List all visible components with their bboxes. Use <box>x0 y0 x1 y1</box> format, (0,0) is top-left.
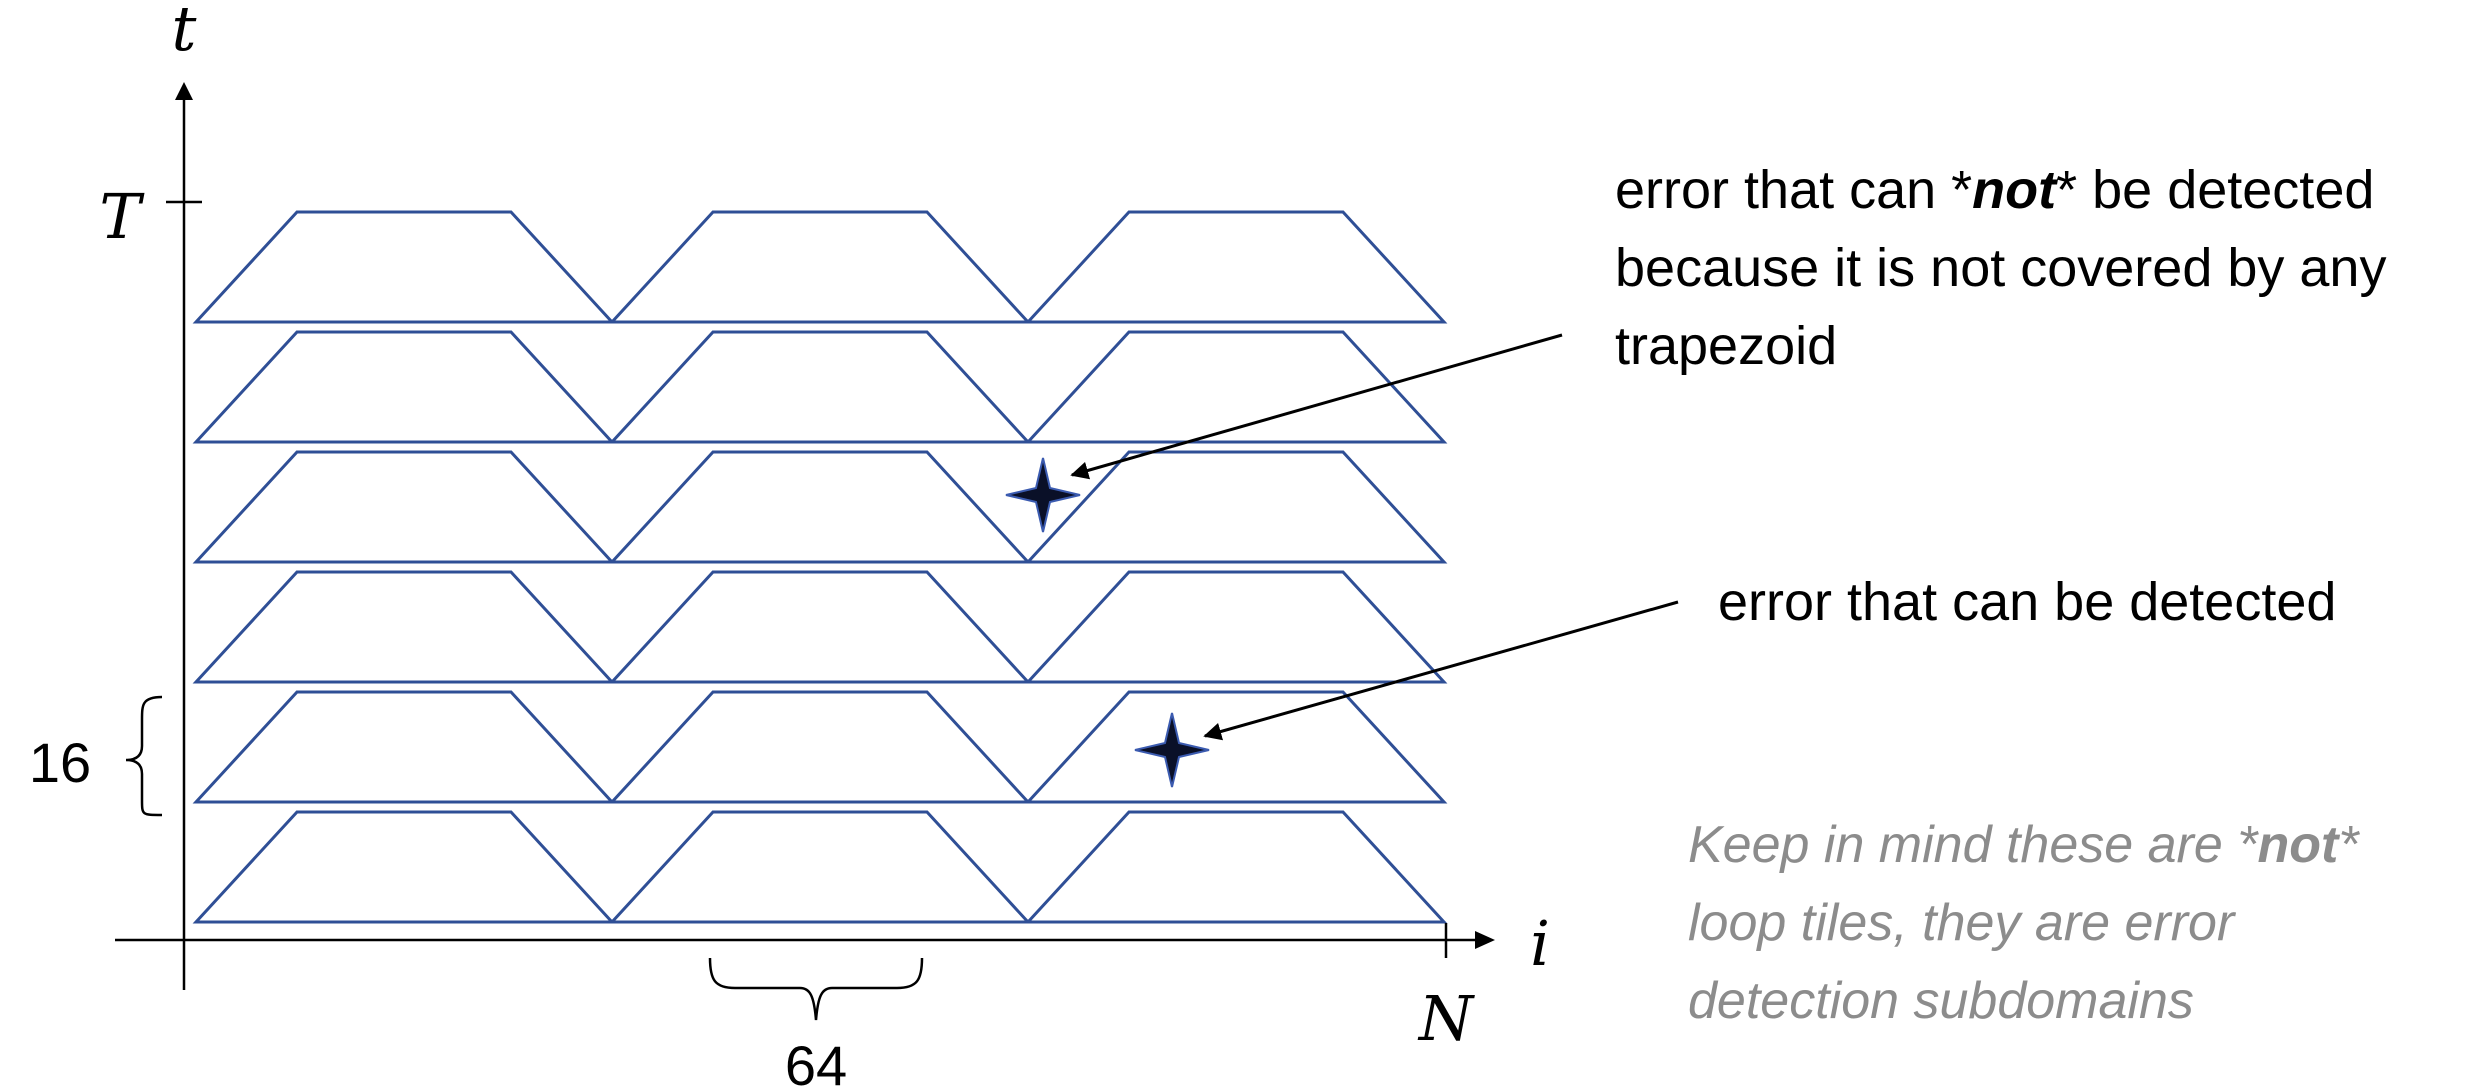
tile-width-brace <box>708 957 924 1021</box>
T-tick-label: T <box>99 180 145 253</box>
row-height-brace <box>125 695 163 817</box>
trapezoid <box>1024 330 1448 444</box>
undetected-error-star-icon <box>1005 457 1081 533</box>
i-axis-arrowhead <box>1475 931 1495 949</box>
N-tick-label: N <box>1417 982 1476 1055</box>
t-axis-label: t <box>172 0 197 65</box>
trapezoid <box>1024 210 1448 324</box>
trapezoid-grid <box>192 210 1448 924</box>
trapezoid <box>1024 570 1448 684</box>
axes <box>115 82 1495 990</box>
i-axis-label: i <box>1530 907 1550 980</box>
trapezoid <box>1024 450 1448 564</box>
trapezoid <box>1024 810 1448 924</box>
trapezoid <box>608 330 1032 444</box>
note-line3: detection subdomains <box>1688 972 2194 1030</box>
undetected-annotation-line1: error that can *not* be detected <box>1615 160 2374 220</box>
note-line1: Keep in mind these are *not* <box>1688 816 2360 874</box>
detected-error-star-icon <box>1134 712 1210 788</box>
trapezoid <box>192 450 616 564</box>
note-line2: loop tiles, they are error <box>1688 894 2237 952</box>
undetected-annotation-line2: because it is not covered by any <box>1615 238 2386 298</box>
trapezoid <box>608 210 1032 324</box>
tile-width-label: 64 <box>785 1034 847 1091</box>
trapezoid <box>608 810 1032 924</box>
detected-annotation: error that can be detected <box>1718 572 2336 632</box>
trapezoid <box>192 570 616 684</box>
error-markers <box>1005 457 1210 788</box>
t-axis-arrowhead <box>175 82 193 100</box>
trapezoid <box>192 330 616 444</box>
trapezoid <box>608 690 1032 804</box>
detected-error-arrow <box>1203 600 1679 741</box>
undetected-error-arrow <box>1070 333 1563 480</box>
trapezoid <box>192 810 616 924</box>
trapezoid <box>608 450 1032 564</box>
undetected-annotation-line3: trapezoid <box>1615 316 1837 376</box>
row-height-label: 16 <box>29 731 91 794</box>
trapezoid <box>1024 690 1448 804</box>
trapezoid <box>608 570 1032 684</box>
trapezoid <box>192 210 616 324</box>
trapezoid <box>192 690 616 804</box>
